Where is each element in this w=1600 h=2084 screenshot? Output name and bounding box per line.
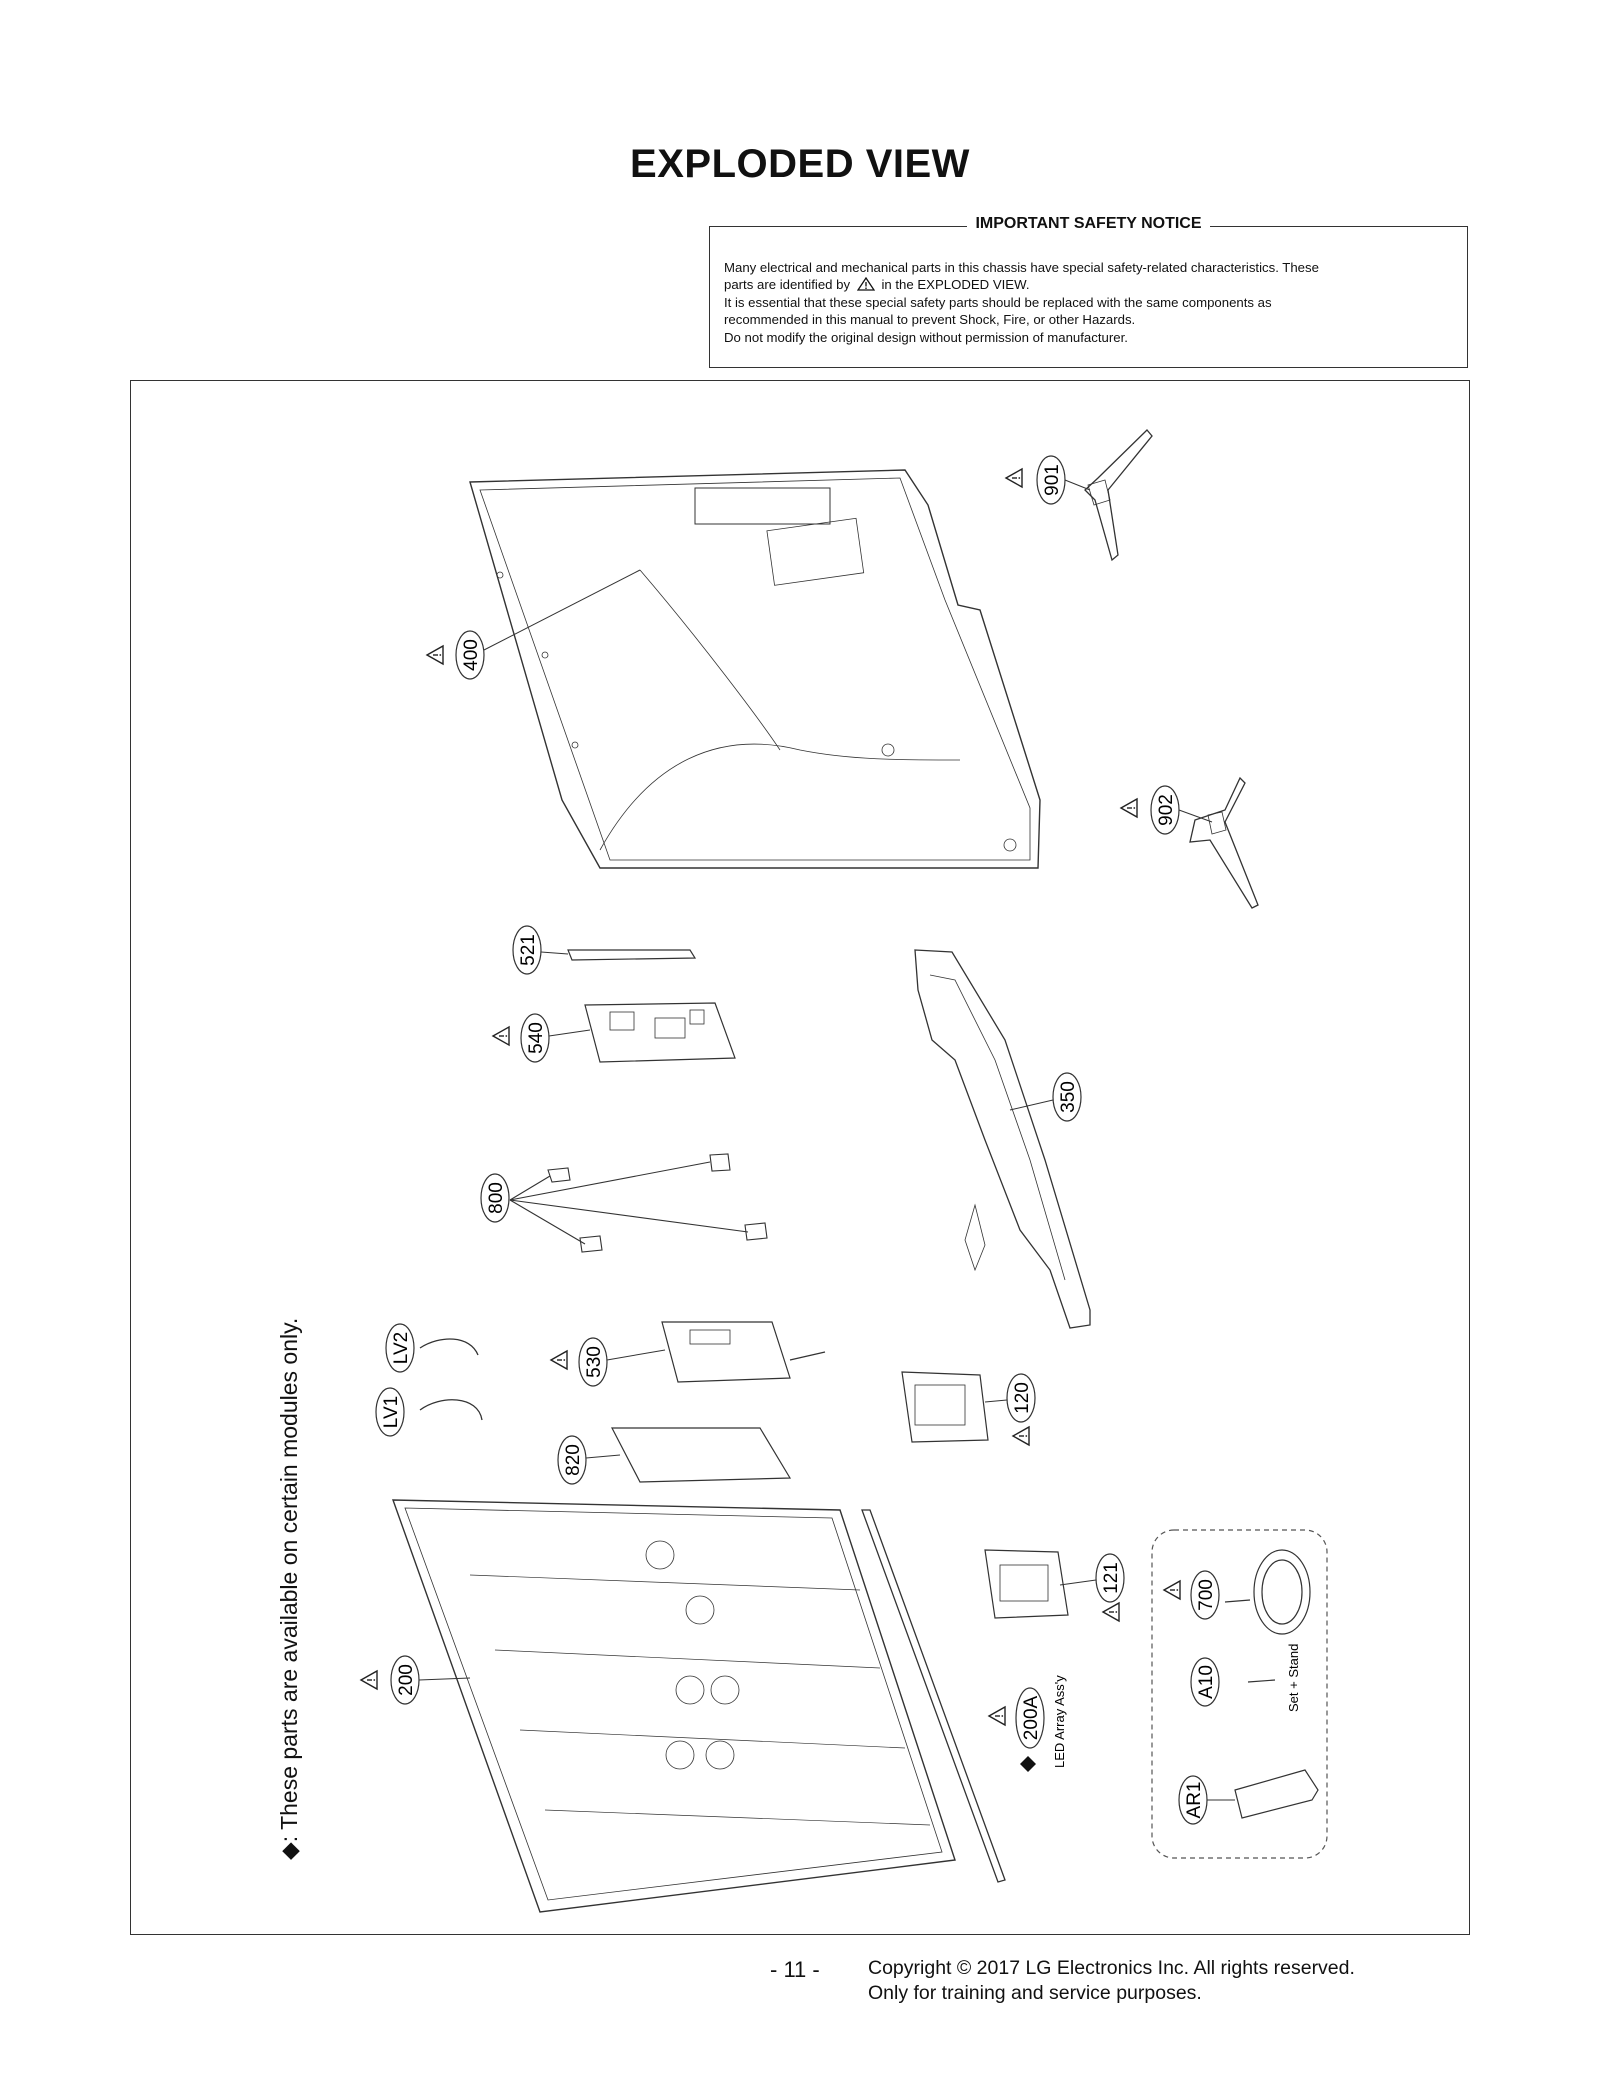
set-stand-label: Set + Stand [1286,1644,1301,1712]
callout-530: 530 [578,1337,608,1387]
stand-right-part [1189,776,1259,909]
warning-triangle-icon [426,645,444,665]
page-number: - 11 - [770,1957,820,1982]
side-note: ◆: These parts are available on certain … [276,1318,303,1860]
stand-left-part [1084,429,1153,562]
callout-200-label: 200 [396,1664,417,1696]
callout-lv1: LV1 [375,1387,405,1437]
warning-triangle-icon [988,1706,1006,1726]
diamond-bullet-icon [1020,1756,1036,1772]
cables-part [419,1338,483,1421]
callout-521-label: 521 [518,934,539,966]
callout-400-label: 400 [461,639,482,671]
safety-notice-body: Many electrical and mechanical parts in … [724,259,1453,346]
warning-triangle-icon [1102,1602,1120,1622]
notice-line-3: It is essential that these special safet… [724,294,1272,310]
safety-notice-box: IMPORTANT SAFETY NOTICE Many electrical … [709,215,1468,368]
diagram-frame [130,380,1470,1935]
notice-line-1: Many electrical and mechanical parts in … [724,260,1319,275]
led-array-part [861,1509,1006,1883]
callout-902-label: 902 [1156,794,1177,826]
brackets-part [509,1153,768,1253]
warning-triangle-icon [360,1670,378,1690]
warning-triangle-icon [550,1350,568,1370]
callout-lv2: LV2 [385,1323,415,1373]
callout-800-label: 800 [486,1182,507,1214]
speaker-part [901,1371,989,1443]
part-521-bracket [567,949,697,961]
notice-line-2-pre: parts are identified by [724,277,851,293]
callout-521: 521 [512,925,542,975]
warning-triangle-icon [1163,1580,1181,1600]
led-array-label: LED Array Ass'y [1052,1675,1067,1768]
side-note-text: : These parts are available on certain m… [276,1317,302,1843]
page-title: EXPLODED VIEW [630,142,970,186]
warning-triangle-icon [492,1026,510,1046]
main-board-part [584,1002,736,1063]
callout-121: 121 [1095,1553,1125,1603]
callout-400: 400 [455,630,485,680]
callout-530-label: 530 [584,1346,605,1378]
copyright: Copyright © 2017 LG Electronics Inc. All… [868,1956,1355,2006]
callout-121-label: 121 [1101,1562,1122,1594]
callout-820: 820 [557,1435,587,1485]
callout-lv2-label: LV2 [391,1332,412,1364]
callout-200: 200 [390,1655,420,1705]
callout-350: 350 [1052,1072,1082,1122]
callout-120-label: 120 [1012,1382,1033,1414]
callout-350-label: 350 [1058,1081,1079,1113]
callout-lv1-label: LV1 [381,1396,402,1428]
callout-700: 700 [1190,1570,1220,1620]
callout-902: 902 [1150,785,1180,835]
callout-800: 800 [480,1173,510,1223]
copyright-line-1: Copyright © 2017 LG Electronics Inc. All… [868,1957,1355,1979]
accessories-box [1151,1529,1328,1859]
frame-bar-part [914,949,1091,1329]
callout-200a-label: 200A [1021,1695,1042,1740]
callout-901: 901 [1036,455,1066,505]
notice-line-4: recommended in this manual to prevent Sh… [724,312,1136,328]
callout-820-label: 820 [563,1444,584,1476]
diamond-bullet-icon: ◆ [276,1842,302,1860]
callout-a10: A10 [1190,1657,1220,1707]
warning-triangle-icon [1120,798,1138,818]
warning-triangle-icon [1005,468,1023,488]
warning-triangle-icon [856,277,875,292]
callout-540: 540 [520,1013,550,1063]
safety-notice-title: IMPORTANT SAFETY NOTICE [967,215,1210,232]
callout-ar1-label: AR1 [1184,1782,1205,1819]
speaker-2-part [984,1549,1069,1619]
callout-a10-label: A10 [1196,1665,1217,1699]
notice-line-5: Do not modify the original design withou… [724,329,1128,345]
back-cover-part [469,469,1041,869]
callout-200a: 200A [1015,1687,1045,1749]
callout-ar1: AR1 [1178,1775,1208,1825]
insulation-sheet-part [611,1427,792,1483]
power-board-part [661,1321,826,1383]
callout-901-label: 901 [1042,464,1063,496]
notice-line-2-post: in the EXPLODED VIEW. [881,277,1030,293]
callout-700-label: 700 [1196,1579,1217,1611]
warning-triangle-icon [1012,1426,1030,1446]
lcd-module-part [391,1499,956,1913]
callout-120: 120 [1006,1373,1036,1423]
copyright-line-2: Only for training and service purposes. [868,1982,1202,2004]
callout-540-label: 540 [526,1022,547,1054]
